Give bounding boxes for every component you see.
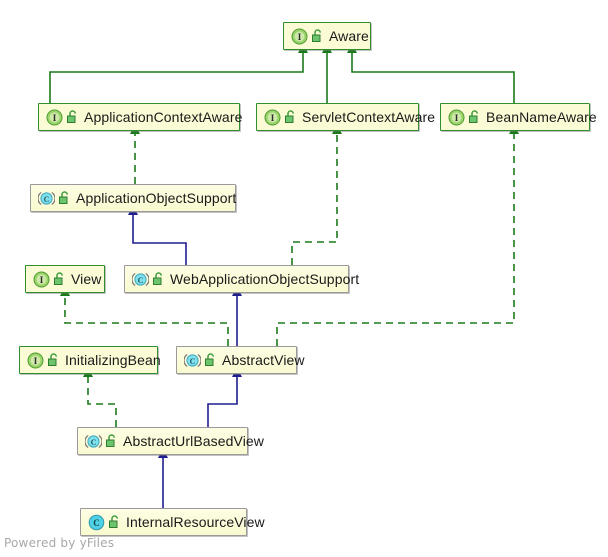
node-label: ServletContextAware: [302, 109, 436, 125]
class-icon: C: [88, 514, 105, 531]
node-label: BeanNameAware: [486, 109, 597, 125]
public-visibility-icon: [47, 353, 60, 367]
public-visibility-icon: [66, 110, 79, 124]
edge-bean-name-aware-to-aware[interactable]: [347, 43, 515, 103]
node-web-application-object-support[interactable]: C WebApplicationObjectSupport: [124, 265, 359, 293]
node-view[interactable]: I View: [25, 265, 105, 293]
abstract-class-icon: C: [38, 190, 55, 207]
svg-text:C: C: [44, 194, 50, 203]
edge-web-application-object-support-to-servlet-context-aware[interactable]: [291, 124, 342, 265]
svg-text:I: I: [298, 32, 302, 42]
interface-icon: I: [27, 352, 44, 369]
node-servlet-context-aware[interactable]: I ServletContextAware: [256, 103, 435, 131]
public-visibility-icon: [58, 191, 71, 205]
yfiles-watermark: Powered by yFiles: [4, 536, 115, 550]
edge-abstract-view-to-view[interactable]: [60, 286, 229, 346]
interface-icon: I: [291, 28, 308, 45]
edge-web-application-object-support-to-application-object-support[interactable]: [128, 205, 187, 265]
node-label: AbstractUrlBasedView: [123, 433, 265, 449]
node-internal-resource-view[interactable]: C InternalResourceView: [80, 508, 265, 536]
node-application-context-aware[interactable]: I ApplicationContextAware: [38, 103, 243, 131]
svg-text:C: C: [138, 275, 144, 284]
public-visibility-icon: [108, 515, 121, 529]
node-label: InitializingBean: [65, 352, 161, 368]
svg-text:C: C: [91, 437, 97, 446]
public-visibility-icon: [468, 110, 481, 124]
interface-icon: I: [448, 109, 465, 126]
public-visibility-icon: [152, 272, 165, 286]
node-label: ApplicationContextAware: [84, 109, 243, 125]
public-visibility-icon: [284, 110, 297, 124]
svg-text:I: I: [34, 356, 38, 366]
svg-text:I: I: [40, 275, 44, 285]
interface-icon: I: [46, 109, 63, 126]
node-bean-name-aware[interactable]: I BeanNameAware: [440, 103, 597, 131]
node-application-object-support[interactable]: C ApplicationObjectSupport: [30, 184, 236, 212]
public-visibility-icon: [105, 434, 118, 448]
node-initializing-bean[interactable]: I InitializingBean: [19, 346, 161, 374]
public-visibility-icon: [53, 272, 66, 286]
svg-text:C: C: [93, 518, 100, 528]
node-abstract-url-based-view[interactable]: C AbstractUrlBasedView: [77, 427, 264, 455]
node-aware[interactable]: I Aware: [283, 22, 371, 50]
svg-text:I: I: [271, 113, 275, 123]
node-label: WebApplicationObjectSupport: [170, 271, 360, 287]
interface-icon: I: [264, 109, 281, 126]
abstract-class-icon: C: [132, 271, 149, 288]
interface-icon: I: [33, 271, 50, 288]
abstract-class-icon: C: [184, 352, 201, 369]
node-label: ApplicationObjectSupport: [76, 190, 237, 206]
public-visibility-icon: [311, 29, 324, 43]
svg-text:I: I: [455, 113, 459, 123]
node-label: InternalResourceView: [126, 514, 265, 530]
edge-application-context-aware-to-aware[interactable]: [49, 43, 308, 103]
node-abstract-view[interactable]: C AbstractView: [176, 346, 305, 374]
public-visibility-icon: [204, 353, 217, 367]
svg-text:C: C: [190, 356, 196, 365]
edge-abstract-url-based-view-to-initializing-bean[interactable]: [83, 367, 117, 427]
edge-abstract-url-based-view-to-abstract-view[interactable]: [207, 367, 242, 427]
node-label: Aware: [329, 28, 369, 44]
node-label: View: [71, 271, 102, 287]
abstract-class-icon: C: [85, 433, 102, 450]
node-label: AbstractView: [222, 352, 305, 368]
svg-text:I: I: [53, 113, 57, 123]
edge-abstract-view-to-bean-name-aware[interactable]: [276, 124, 519, 346]
